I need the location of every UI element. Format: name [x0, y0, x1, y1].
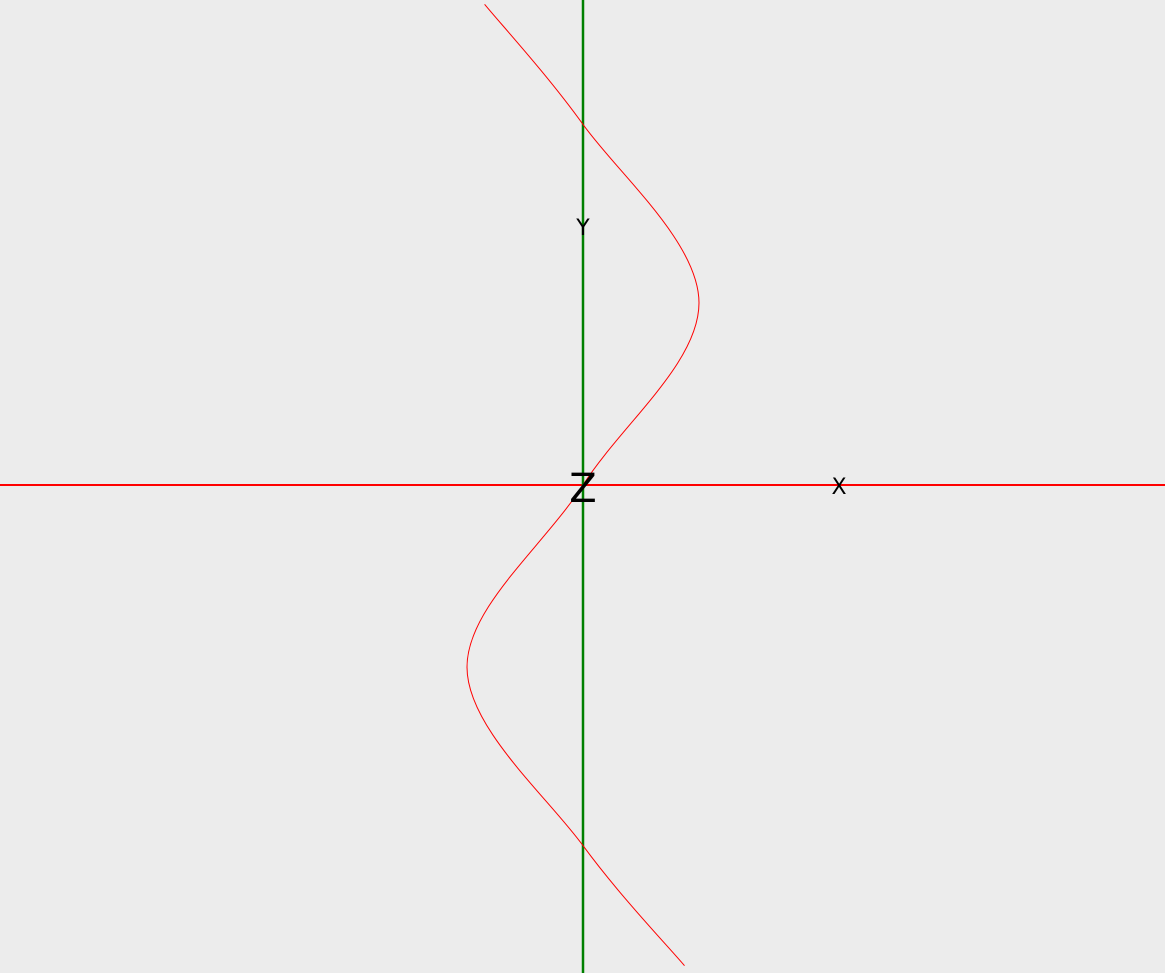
- y-axis-label: Y: [575, 216, 590, 241]
- series-layer: [466, 3, 700, 967]
- x-axis-label: X: [831, 475, 846, 500]
- z-axis-label: Z: [569, 466, 596, 512]
- series-line-0: [466, 3, 700, 967]
